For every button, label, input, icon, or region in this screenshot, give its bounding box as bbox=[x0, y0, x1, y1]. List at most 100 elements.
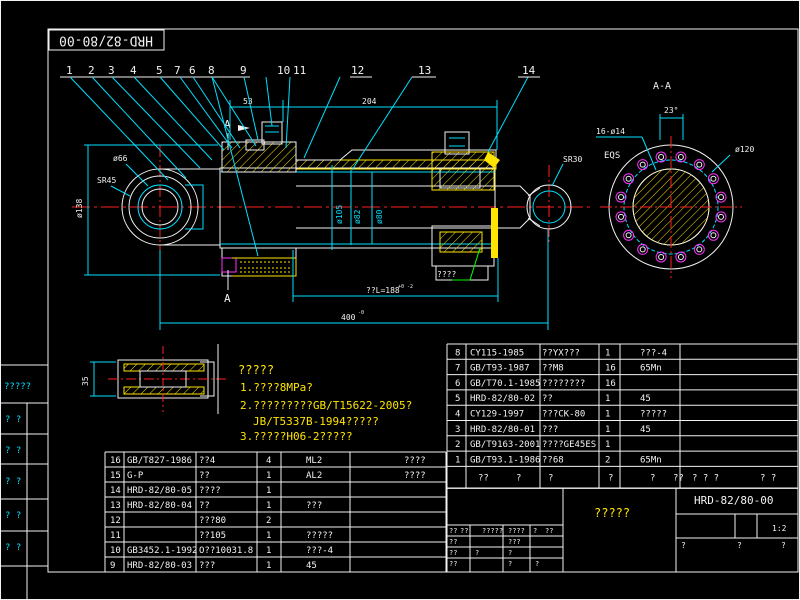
parts-upper-cell: 5 bbox=[455, 394, 460, 404]
dim-overall-tol: -0 bbox=[358, 310, 364, 316]
parts-header-cell: ? ? ? bbox=[692, 473, 719, 483]
balloon-6: 6 bbox=[189, 64, 196, 77]
parts-upper-cell: GB/T70.1-1985 bbox=[470, 379, 540, 389]
flange-holes-label: 16-ø14 bbox=[596, 127, 625, 136]
title-small-0: ??? bbox=[508, 538, 521, 546]
flange-hole-inner bbox=[677, 254, 684, 260]
flange-hole-inner bbox=[618, 194, 624, 201]
title-sign-3: ???? bbox=[508, 527, 525, 535]
flange-hole bbox=[693, 243, 705, 255]
flange-hole bbox=[707, 173, 719, 185]
parts-upper-cell: ??? bbox=[542, 425, 558, 435]
parts-upper-cell: ????GE45ES bbox=[542, 440, 596, 450]
title-block: HRD-82/80-00 ????? 1:2 ? ? ? ?? ?? ?????… bbox=[446, 487, 798, 572]
parts-lower-cell: ??105 bbox=[199, 531, 226, 541]
dim-d138: ø138 bbox=[75, 199, 84, 218]
flange-hole bbox=[637, 243, 649, 255]
dim-stroke-tol: +0 -2 bbox=[398, 284, 413, 290]
flange-hole bbox=[615, 211, 627, 223]
parts-lower-cell: 45 bbox=[306, 561, 317, 571]
flange-hole bbox=[655, 251, 667, 263]
parts-header-cell: ? bbox=[516, 473, 521, 483]
tech-notes-title: ????? bbox=[238, 363, 274, 377]
seal-height: 35 bbox=[81, 376, 90, 386]
parts-lower-cell: HRD-82/80-04 bbox=[127, 501, 192, 511]
parts-upper-cell: 4 bbox=[455, 410, 460, 420]
flange-hole bbox=[623, 173, 635, 185]
parts-lower-cell: ???? bbox=[404, 456, 426, 466]
parts-upper-cell: 45 bbox=[640, 425, 651, 435]
parts-upper-cell: GB/T93-1987 bbox=[470, 364, 530, 374]
parts-lower-cell: GB/T827-1986 bbox=[127, 456, 192, 466]
balloon-13: 13 bbox=[418, 64, 431, 77]
title-mark-1: ? bbox=[737, 541, 742, 550]
parts-lower-cell: ???? bbox=[199, 486, 221, 496]
parts-upper-cell: 1 bbox=[455, 455, 460, 465]
parts-lower-cell: ??? bbox=[306, 501, 322, 511]
parts-lower-cell: O??10031.8 bbox=[199, 546, 253, 556]
note-small: ???? bbox=[437, 270, 456, 279]
parts-upper-cell: HRD-82/80-02 bbox=[470, 394, 535, 404]
parts-header-cell: ? bbox=[608, 473, 613, 483]
balloon-leaders bbox=[60, 76, 529, 257]
dim-sr30: SR30 bbox=[563, 155, 582, 164]
parts-upper-cell: ?? bbox=[542, 394, 553, 404]
parts-header-cell: ? bbox=[650, 473, 655, 483]
cylinder-main-view: A A ???? ø105 ø82 ø80 53 204 ø66 SR45 ø1… bbox=[60, 64, 590, 330]
parts-upper-cell: 65Mn bbox=[640, 364, 662, 374]
title-left-0: ?? bbox=[449, 538, 457, 546]
parts-header-cell: ? bbox=[548, 473, 553, 483]
flange-hole bbox=[623, 229, 635, 241]
flange-hole bbox=[637, 159, 649, 171]
section-mark-top: A bbox=[224, 118, 231, 131]
tech-note-4: 3.?????H06-2????? bbox=[240, 430, 353, 443]
parts-upper-cell: CY129-1997 bbox=[470, 410, 524, 420]
side-label-1: ? ? bbox=[5, 415, 21, 425]
parts-upper-cell: 2 bbox=[455, 440, 460, 450]
flange-pcd: ø120 bbox=[735, 145, 754, 154]
flange-hole-inner bbox=[710, 232, 717, 239]
flange-hole-inner bbox=[718, 194, 724, 201]
parts-lower-cell: G-P bbox=[127, 471, 144, 481]
parts-upper-cell: 2 bbox=[605, 455, 610, 465]
drawing-id-text: HRD-82/80-00 bbox=[59, 33, 153, 48]
parts-lower-cell: 12 bbox=[110, 516, 121, 526]
parts-upper-cell: ????? bbox=[640, 410, 667, 420]
flange-hole bbox=[715, 211, 727, 223]
balloon-8: 8 bbox=[208, 64, 215, 77]
balloon-3: 3 bbox=[108, 64, 115, 77]
flange-holes bbox=[615, 151, 727, 263]
parts-upper-cell: 6 bbox=[455, 379, 460, 389]
flange-hole bbox=[707, 229, 719, 241]
dim-d80: ø80 bbox=[375, 209, 384, 224]
title-drawing-no: HRD-82/80-00 bbox=[694, 494, 773, 507]
parts-upper-cell: ???-4 bbox=[640, 348, 667, 358]
section-aa-label: A-A bbox=[653, 81, 671, 92]
dim-53: 53 bbox=[243, 97, 253, 106]
flange-hole-inner bbox=[658, 154, 665, 160]
parts-upper-cell: 65Mn bbox=[640, 455, 662, 465]
balloon-12: 12 bbox=[351, 64, 364, 77]
balloon-7: 7 bbox=[174, 64, 181, 77]
parts-upper-cell: 3 bbox=[455, 425, 460, 435]
rear-head-hatch bbox=[221, 141, 297, 173]
flange-hole bbox=[693, 159, 705, 171]
balloon-10: 10 bbox=[277, 64, 290, 77]
parts-lower-cell: 1 bbox=[266, 486, 271, 496]
dim-sr45: SR45 bbox=[97, 176, 116, 185]
parts-upper-cell: 1 bbox=[605, 410, 610, 420]
parts-lower-cell: ?? bbox=[199, 471, 210, 481]
tech-notes: ????? 1.????8MPa? 2.?????????GB/T15622-2… bbox=[238, 363, 412, 443]
title-sign-0: ?? bbox=[449, 527, 457, 535]
tech-note-2: 2.?????????GB/T15622-2005? bbox=[240, 399, 412, 412]
flange-hole-inner bbox=[625, 232, 632, 239]
parts-lower-cell: 14 bbox=[110, 486, 121, 496]
dim-204: 204 bbox=[362, 97, 377, 106]
flange-hole-inner bbox=[677, 154, 684, 160]
parts-upper-cell: 16 bbox=[605, 364, 616, 374]
seal-detail-view: 35 bbox=[81, 344, 228, 414]
title-sign-2: ????? bbox=[482, 527, 503, 535]
wiper-ring bbox=[491, 208, 498, 258]
